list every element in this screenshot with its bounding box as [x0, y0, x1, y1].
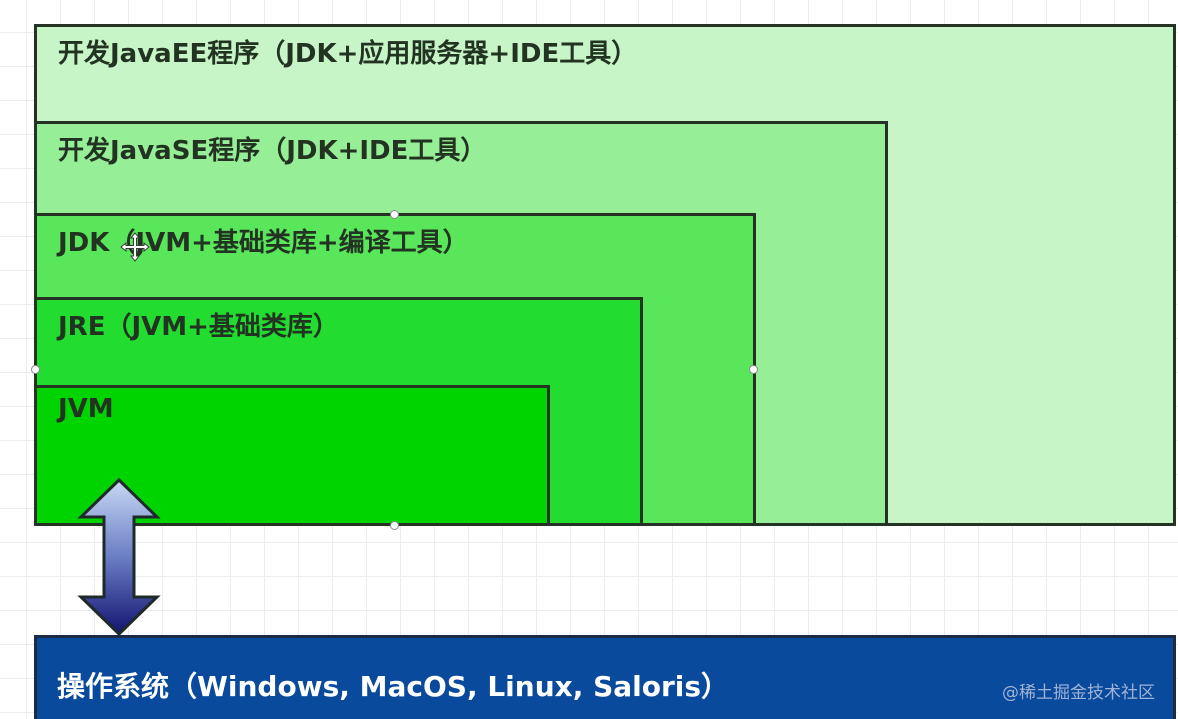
jre-layer-label: JRE（JVM+基础类库） — [58, 312, 339, 342]
operating-system-bar[interactable]: 操作系统（Windows, MacOS, Linux, Saloris） @稀土… — [34, 635, 1176, 719]
operating-system-label: 操作系统（Windows, MacOS, Linux, Saloris） — [57, 670, 730, 703]
jvm-layer-label: JVM — [58, 394, 114, 424]
selection-handle-top[interactable] — [390, 210, 399, 219]
selection-handle-right[interactable] — [749, 365, 758, 374]
selection-handle-bottom[interactable] — [390, 521, 399, 530]
move-cursor-icon — [120, 232, 150, 262]
selection-handle-left[interactable] — [31, 365, 40, 374]
watermark-text: @稀土掘金技术社区 — [1002, 683, 1155, 703]
javaee-layer-label: 开发JavaEE程序（JDK+应用服务器+IDE工具） — [58, 39, 638, 69]
double-arrow-vertical-icon — [77, 477, 161, 637]
javase-layer-label: 开发JavaSE程序（JDK+IDE工具） — [58, 136, 487, 166]
